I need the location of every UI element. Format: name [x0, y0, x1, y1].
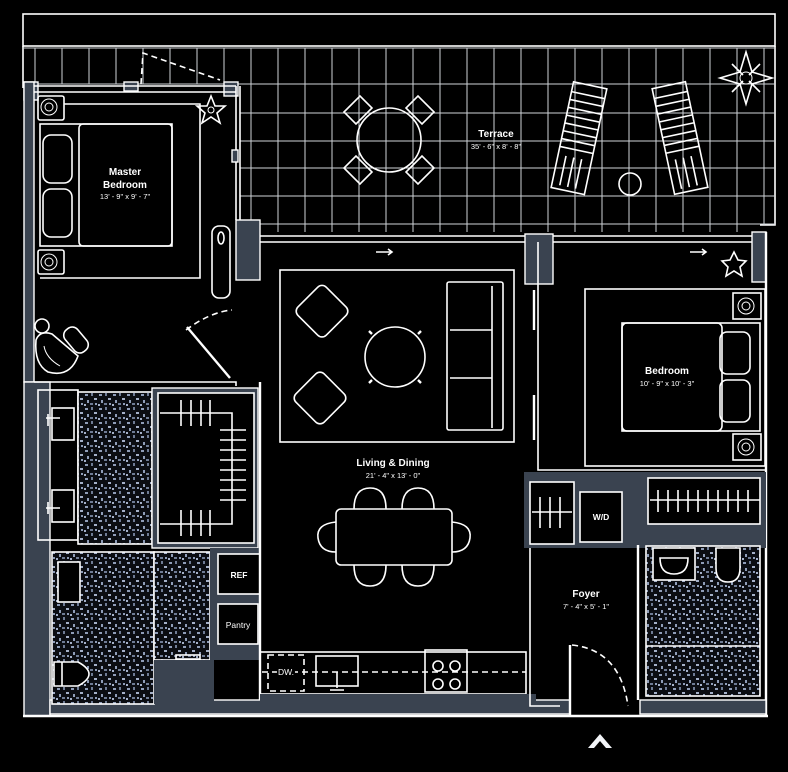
room-label-living-dining[interactable]: Living & Dining 21' - 4" x 13' - 0" [356, 458, 429, 480]
dishwasher-label: DW. [276, 667, 296, 677]
bedroom-furniture [532, 242, 766, 471]
pantry-label: Pantry [225, 620, 251, 630]
compass-rose-icon [717, 49, 775, 107]
living-dining-name: Living & Dining [356, 458, 430, 469]
plant-icon [194, 93, 228, 125]
washer-dryer-label: W/D [592, 512, 610, 522]
chevron-up-icon[interactable] [586, 728, 614, 754]
foyer-entry [529, 548, 629, 716]
master-bath-closet [34, 381, 261, 705]
terrace-tile-grid [23, 47, 775, 232]
terrace-outer-border [22, 13, 776, 226]
foyer-dimensions: 7' - 4" x 5' - 1" [562, 601, 610, 611]
refrigerator-label: REF [230, 570, 248, 580]
room-label-terrace[interactable]: Terrace 35' - 6" x 8' - 8" [471, 129, 521, 151]
terrace-door-swing [140, 51, 221, 85]
master-bedroom-dimensions: 13' - 9" x 9' - 7" [99, 192, 151, 201]
master-bedroom-name-line2: Bedroom [103, 179, 147, 191]
terrace-name: Terrace [478, 129, 514, 140]
foyer-name: Foyer [572, 589, 600, 600]
living-dining-dimensions: 21' - 4" x 13' - 0" [365, 470, 421, 480]
room-label-foyer[interactable]: Foyer 7' - 4" x 5' - 1" [563, 589, 609, 611]
service-zone [524, 472, 766, 700]
bedroom-name: Bedroom [645, 366, 689, 377]
kitchen [258, 382, 536, 702]
master-bedroom-name-line1: Master [108, 167, 142, 178]
bedroom-dimensions: 10' - 9" x 10' - 3" [639, 378, 695, 388]
master-bedroom-furniture [34, 93, 233, 379]
plant-icon [720, 250, 748, 278]
room-label-master-bedroom[interactable]: Master Bedroom 13' - 9" x 9' - 7" [100, 167, 150, 202]
living-area-furniture [279, 269, 515, 587]
terrace-furniture [342, 80, 709, 196]
terrace-dimensions: 35' - 6" x 8' - 8" [470, 141, 522, 151]
room-label-bedroom[interactable]: Bedroom 10' - 9" x 10' - 3" [640, 366, 694, 388]
